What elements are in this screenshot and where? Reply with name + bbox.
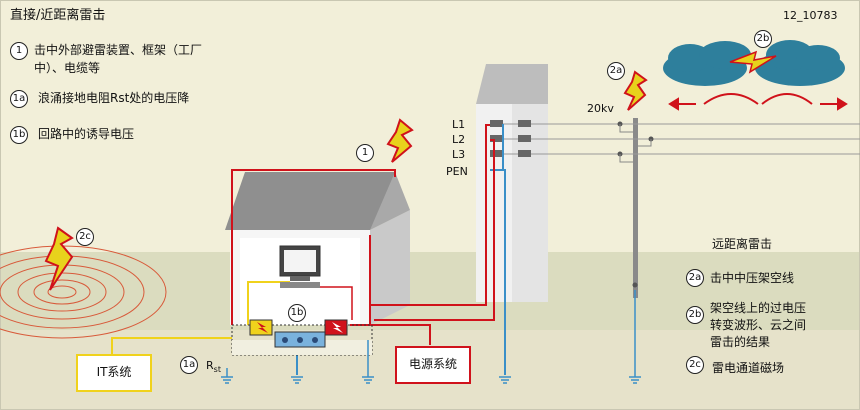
terminal-block (274, 331, 326, 348)
legend-text-1b: 回路中的诱导电压 (38, 127, 135, 141)
lightning-protection-wires (231, 124, 495, 345)
pole (633, 118, 638, 298)
line-label-l3: L3 (452, 148, 466, 161)
legend-text-2b-cont1: 转变波形、云之间 (710, 318, 807, 332)
marker-1a: 1a (180, 356, 198, 374)
double-arrow-icon (668, 93, 848, 111)
line-label-l2: L2 (452, 133, 466, 146)
marker-1: 1 (356, 144, 374, 162)
rst-sub: st (213, 365, 221, 375)
it-yellow-wires (111, 281, 290, 354)
surge-protector-right (324, 319, 348, 336)
rst-label: Rst (206, 358, 221, 378)
line-label-pen: PEN (446, 165, 468, 178)
legend-badge-1: 1 (10, 42, 28, 60)
marker-2a: 2a (607, 62, 625, 80)
legend-text-1a: 浪涌接地电阻Rst处的电压降 (38, 91, 190, 105)
legend-text-2a: 击中中压架空线 (710, 271, 795, 285)
it-system-box: IT系统 (76, 354, 152, 392)
lightning-bolt-icon (386, 118, 414, 163)
marker-1b: 1b (288, 304, 306, 322)
legend-badge-1a: 1a (10, 90, 28, 108)
page-title: 直接/近距离雷击 (10, 8, 106, 23)
power-system-box: 电源系统 (395, 346, 471, 384)
legend-text-2b-cont2: 雷击的结果 (710, 335, 771, 349)
legend-badge-2c: 2c (686, 356, 704, 374)
cloud-icon (663, 40, 845, 86)
computer-monitor-icon (279, 245, 321, 288)
rst-main: R (206, 359, 214, 372)
surge-protector-left (249, 319, 273, 336)
figure-id: 12_10783 (783, 9, 838, 22)
legend-badge-2a: 2a (686, 269, 704, 287)
ground-symbol-icon (221, 290, 641, 384)
legend-text-1-cont: 中）、电缆等 (34, 61, 101, 75)
house (225, 172, 410, 325)
overhead-lines (503, 123, 860, 155)
legend-text-2c: 雷电通道磁场 (712, 361, 785, 375)
marker-2b: 2b (754, 30, 772, 48)
marker-2c: 2c (76, 228, 94, 246)
voltage-label: 20kv (587, 102, 614, 115)
legend-text-2b: 架空线上的过电压 (710, 301, 807, 315)
legend-text-1: 击中外部避雷装置、框架（工厂 (34, 43, 203, 57)
line-label-l1: L1 (452, 118, 466, 131)
legend-badge-1b: 1b (10, 126, 28, 144)
cloud-lightning-icon (729, 50, 777, 74)
lightning-bolt-field-icon (44, 226, 74, 291)
legend-right-title: 远距离雷击 (712, 237, 773, 251)
legend-badge-2b: 2b (686, 306, 704, 324)
lightning-bolt-pole-icon (623, 70, 648, 111)
